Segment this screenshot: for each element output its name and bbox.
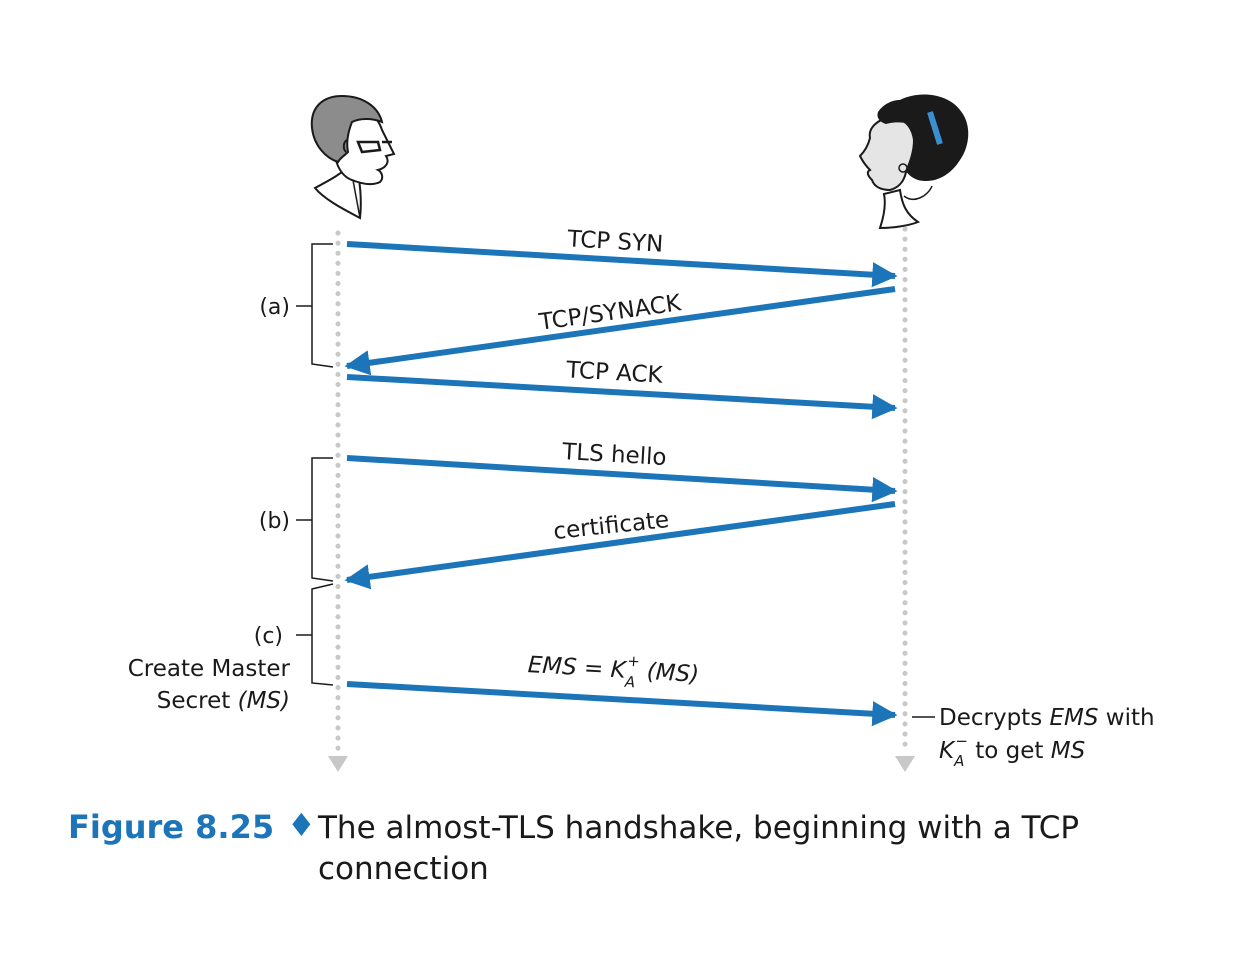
client-note-line2: Secret (MS) [157, 688, 290, 714]
tcp-syn-arrow [346, 241, 898, 288]
caption-bullet: ♦ [287, 806, 316, 844]
client-lifeline [328, 230, 348, 772]
figure-number: Figure 8.25 [68, 808, 274, 846]
caption-line2: connection [318, 851, 489, 887]
tls-hello-arrow [346, 455, 898, 503]
client-note: Create Master Secret (MS) [128, 656, 291, 714]
server-note: Decrypts EMS with KA− to get MS [912, 705, 1155, 770]
tcp-ack-arrow [346, 374, 898, 420]
tcp-synack-arrow [344, 286, 896, 376]
certificate-arrow [344, 501, 896, 590]
server-lifeline [895, 226, 915, 772]
tls-hello-label: TLS hello [561, 439, 668, 471]
ems-label: EMS = KA+ (MS) [527, 646, 700, 695]
ems-arrow [346, 681, 898, 727]
phase-b-bracket [296, 457, 334, 582]
tcp-ack-label: TCP ACK [565, 357, 665, 389]
tcp-syn-label: TCP SYN [566, 226, 664, 258]
phase-c-label: (c) [254, 624, 283, 649]
caption-line1: The almost-TLS handshake, beginning with… [317, 810, 1079, 846]
phase-c-bracket [296, 583, 334, 686]
server-note-line1: Decrypts EMS with [939, 705, 1155, 731]
client-note-line1: Create Master [128, 656, 291, 682]
phase-b-label: (b) [259, 509, 290, 534]
server-note-line2: KA− to get MS [939, 732, 1085, 770]
server-person-icon [858, 94, 969, 230]
phase-a-bracket [296, 243, 334, 368]
arrows [344, 241, 898, 727]
phase-a-label: (a) [259, 295, 290, 320]
figure-caption: Figure 8.25 ♦ The almost-TLS handshake, … [68, 806, 1079, 887]
client-person-icon [310, 94, 396, 220]
